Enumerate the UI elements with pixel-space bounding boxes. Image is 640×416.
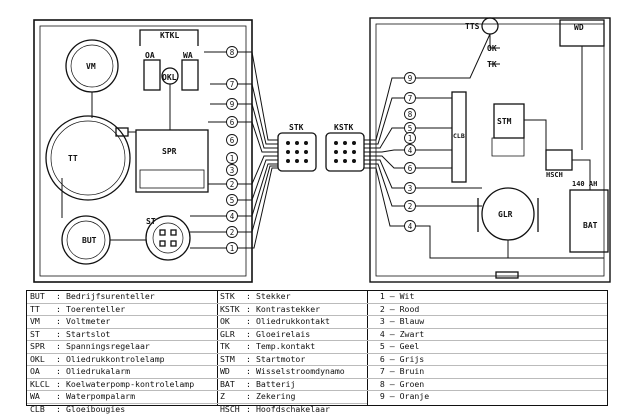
legend-row: SPR: Spanningsregelaar xyxy=(27,341,217,354)
wire-num-l6: 1 xyxy=(230,154,235,163)
legend-row: OA: Oliedrukalarm xyxy=(27,366,217,379)
temp-sensor xyxy=(481,17,499,35)
label-vm: VM xyxy=(86,62,96,71)
legend-row: STK: Stekker xyxy=(217,291,367,304)
wire-num-l3: 9 xyxy=(230,100,235,109)
label-stm: STM xyxy=(497,117,512,126)
label-ktkl: KTKL xyxy=(160,31,179,40)
legend-row: HSCH: Hoofdschakelaar xyxy=(220,403,330,414)
wire-num-l12: 1 xyxy=(230,244,235,253)
legend-row: TT: Toerenteller xyxy=(27,304,217,316)
right-wire-labels: 9 7 8 5 1 4 6 3 2 4 xyxy=(404,72,416,232)
voltage-regulator-box xyxy=(135,129,209,193)
wire-num-l10: 4 xyxy=(230,212,235,221)
label-spr: SPR xyxy=(162,147,177,156)
tachometer-gauge xyxy=(45,115,131,201)
wire-num-l9: 5 xyxy=(230,196,235,205)
wire-num-l2: 7 xyxy=(230,80,235,89)
label-wa: WA xyxy=(183,51,193,60)
label-tk: TK xyxy=(487,60,497,69)
legend-row: WA: Waterpompalarm xyxy=(27,391,217,404)
wire-color-row: 1 – Wit xyxy=(367,291,607,304)
wire-num-r5: 1 xyxy=(408,134,413,143)
wire-color-row: 3 – Blauw xyxy=(367,316,607,329)
wire-num-l5: 6 xyxy=(230,136,235,145)
wire-color-row: 5 – Geel xyxy=(367,341,607,354)
label-stk: STK xyxy=(289,123,304,132)
legend-row: OK: Oliedrukkontakt xyxy=(217,316,367,329)
label-bat: BAT xyxy=(583,221,598,230)
label-clb: CLB xyxy=(453,132,465,140)
legend-row: BUT: Bedrijfsurenteller xyxy=(27,291,217,304)
battery-box xyxy=(569,189,609,253)
label-ok: OK xyxy=(487,44,497,53)
wire-num-r3: 8 xyxy=(408,110,413,119)
legend-row: KLCL: Koelwaterpomp-kontrolelamp xyxy=(27,379,217,391)
wire-color-row: 7 – Bruin xyxy=(367,366,607,379)
label-glr: GLR xyxy=(498,210,513,219)
legend-row: WD: Wisselstroomdynamo xyxy=(217,366,367,379)
wire-color-row: 2 – Rood xyxy=(367,304,607,316)
wire-num-l8: 2 xyxy=(230,180,235,189)
legend-row: TK: Temp.kontakt xyxy=(217,341,367,354)
label-kstk: KSTK xyxy=(334,123,353,132)
wire-num-l4: 6 xyxy=(230,118,235,127)
main-switch xyxy=(545,149,573,171)
label-wd: WD xyxy=(574,23,584,32)
wire-num-r9: 2 xyxy=(408,202,413,211)
legend-row: GLR: Gloeirelais xyxy=(217,329,367,341)
legend-col-instruments: BUT: Bedrijfsurenteller TT: Toerenteller… xyxy=(27,291,218,414)
wire-num-r7: 6 xyxy=(408,164,413,173)
label-hsch: HSCH xyxy=(546,171,563,179)
legend-row: ST: Startslot xyxy=(27,329,217,341)
fuse xyxy=(495,271,519,279)
wire-color-row: 6 – Grijs xyxy=(367,354,607,366)
legend-row: Z: Zekering xyxy=(217,391,367,404)
label-but: BUT xyxy=(82,236,97,245)
start-switch xyxy=(145,215,191,261)
legend-row: CLB: Gloeibougies xyxy=(30,403,126,414)
legend-row: KSTK: Kontrastekker xyxy=(217,304,367,316)
wire-num-r2: 7 xyxy=(408,94,413,103)
wiring-diagram: 8 7 9 6 6 1 3 2 5 4 2 1 9 7 8 5 1 xyxy=(33,17,611,283)
wire-num-r10: 4 xyxy=(408,222,413,231)
wire-num-r8: 3 xyxy=(408,184,413,193)
label-bat-rating: 140 AH xyxy=(572,180,597,188)
legend-row: STM: Startmotor xyxy=(217,354,367,366)
label-st: ST xyxy=(146,217,156,226)
label-okl: OKL xyxy=(162,73,177,82)
legend-row: BAT: Batterij xyxy=(217,379,367,391)
wire-num-l1: 8 xyxy=(230,48,235,57)
wire-color-row: 9 – Oranje xyxy=(379,391,430,401)
wire-num-r4: 5 xyxy=(408,124,413,133)
label-tts: TTS xyxy=(465,22,480,31)
legend-col-wire-colors: 1 – Wit 2 – Rood 3 – Blauw 4 – Zwart 5 –… xyxy=(367,291,607,405)
legend-row: OKL: Oliedrukkontrolelamp xyxy=(27,354,217,366)
legend-col-components: STK: Stekker KSTK: Kontrastekker OK: Oli… xyxy=(217,291,368,414)
legend-row: VM: Voltmeter xyxy=(27,316,217,329)
wire-num-r6: 4 xyxy=(408,146,413,155)
legend-table: BUT: Bedrijfsurenteller TT: Toerenteller… xyxy=(26,290,608,414)
wire-num-l11: 2 xyxy=(230,228,235,237)
wire-color-row: 8 – Groen xyxy=(367,379,607,391)
wire-num-r1: 9 xyxy=(408,74,413,83)
left-wire-labels: 8 7 9 6 6 1 3 2 5 4 2 1 xyxy=(226,46,238,254)
label-tt: TT xyxy=(68,154,78,163)
label-oa: OA xyxy=(145,51,155,60)
wire-num-l7: 3 xyxy=(230,166,235,175)
wire-color-row: 4 – Zwart xyxy=(367,329,607,341)
